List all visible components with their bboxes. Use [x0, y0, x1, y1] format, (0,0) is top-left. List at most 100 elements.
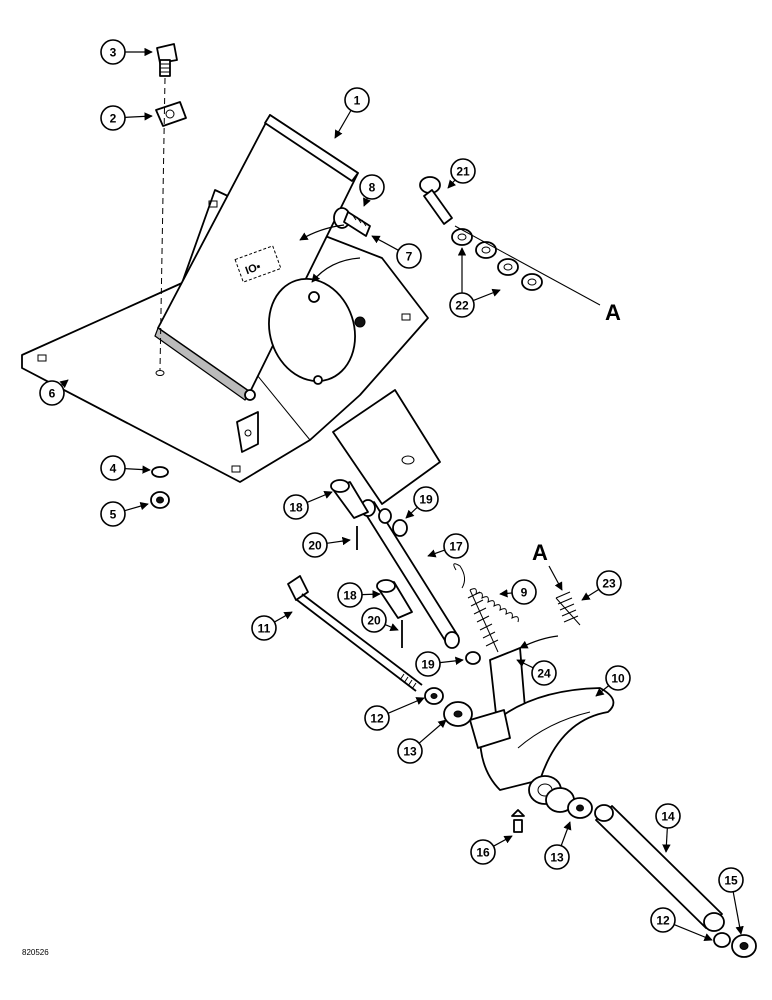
callout-number: 13	[550, 851, 564, 865]
callout-15: 15	[718, 867, 744, 935]
callout-4: 4	[100, 455, 151, 481]
leader-line	[124, 112, 153, 121]
callout-20: 20	[302, 532, 351, 558]
callout-number: 17	[449, 540, 463, 554]
callout-16: 16	[470, 835, 513, 865]
callout-3: 3	[100, 39, 153, 65]
svg-text:IO▪: IO▪	[244, 261, 263, 278]
callout-number: 18	[289, 501, 303, 515]
leader-line	[124, 502, 149, 512]
figure-id: 820526	[22, 948, 49, 957]
callout-number: 2	[110, 112, 117, 126]
long-bolt	[287, 575, 423, 692]
leader-line	[274, 611, 293, 623]
leader-line	[418, 719, 447, 744]
callout-2: 2	[100, 105, 153, 131]
callout-number: 13	[403, 745, 417, 759]
callout-18: 18	[283, 491, 333, 520]
callout-22: 22	[449, 247, 501, 318]
leader-line	[427, 549, 445, 558]
callout-number: 5	[110, 508, 117, 522]
callout-circle	[251, 615, 277, 641]
callout-number: 3	[110, 46, 117, 60]
callout-circle	[344, 87, 370, 113]
callout-number: 18	[343, 589, 357, 603]
callout-circle	[470, 839, 496, 865]
leader-line	[662, 827, 671, 853]
callout-number: 7	[406, 250, 413, 264]
callout-number: 9	[521, 586, 528, 600]
pedal: IO▪	[154, 114, 366, 401]
callout-19: 19	[405, 486, 439, 519]
callout-circle	[100, 105, 126, 131]
leader-line	[384, 623, 399, 631]
callout-1: 1	[334, 87, 370, 139]
callout-circle	[100, 455, 126, 481]
leader-line	[306, 491, 333, 503]
callout-number: 23	[602, 577, 616, 591]
callout-circle	[100, 501, 126, 527]
callout-12: 12	[650, 907, 713, 942]
callout-number: 21	[456, 165, 470, 179]
callout-number: 11	[258, 622, 271, 636]
callout-circle	[443, 533, 469, 559]
leader-line	[387, 697, 425, 714]
callout-number: 19	[419, 493, 433, 507]
callout-circle	[396, 243, 422, 269]
ref-letter-a-top: A	[605, 300, 621, 325]
leader-line	[581, 588, 600, 601]
shaft	[594, 804, 725, 932]
callout-circle	[718, 867, 744, 893]
callout-circle	[531, 660, 557, 686]
callout-12: 12	[364, 697, 425, 731]
callout-number: 1	[354, 94, 361, 108]
leader-line	[334, 110, 352, 139]
callout-23: 23	[581, 570, 622, 601]
return-spring	[453, 563, 519, 653]
callout-circle	[596, 570, 622, 596]
leader-line	[59, 379, 69, 389]
callout-number: 16	[476, 846, 490, 860]
callout-number: 24	[537, 667, 551, 681]
callout-number: 6	[49, 387, 56, 401]
arrows	[299, 224, 563, 649]
callout-circle	[413, 486, 439, 512]
leader-line	[595, 685, 610, 697]
callout-20: 20	[361, 607, 399, 633]
callout-19: 19	[415, 651, 464, 677]
leader-line	[472, 288, 501, 302]
callout-circle	[449, 292, 475, 318]
leader-line	[363, 197, 371, 207]
detail-spring	[555, 591, 581, 626]
callout-number: 20	[367, 614, 381, 628]
bolt-assembly	[150, 43, 187, 509]
callout-circle	[650, 907, 676, 933]
callout-number: 4	[110, 462, 117, 476]
lever-pedal	[469, 647, 615, 813]
leader-line	[732, 891, 744, 935]
callout-layer: 1234567891011121213131415161718181919202…	[39, 39, 744, 942]
leader-line	[516, 659, 534, 669]
callout-circle	[100, 39, 126, 65]
callout-circle	[361, 607, 387, 633]
callout-circle	[283, 494, 309, 520]
leader-line	[371, 235, 399, 251]
ref-letter-a-bottom: A	[532, 540, 548, 565]
callout-17: 17	[427, 533, 469, 559]
leader-line	[439, 656, 464, 666]
callout-circle	[397, 738, 423, 764]
callout-9: 9	[499, 579, 537, 605]
callout-number: 22	[455, 299, 469, 313]
pin-and-washers	[419, 176, 601, 306]
callout-circle	[364, 705, 390, 731]
callout-8: 8	[359, 174, 385, 207]
callout-7: 7	[371, 235, 422, 269]
callout-5: 5	[100, 501, 149, 527]
callout-11: 11	[251, 611, 293, 641]
callout-number: 14	[661, 810, 675, 824]
shaft-nut	[713, 932, 757, 958]
callout-circle	[415, 651, 441, 677]
callout-number: 15	[724, 874, 738, 888]
